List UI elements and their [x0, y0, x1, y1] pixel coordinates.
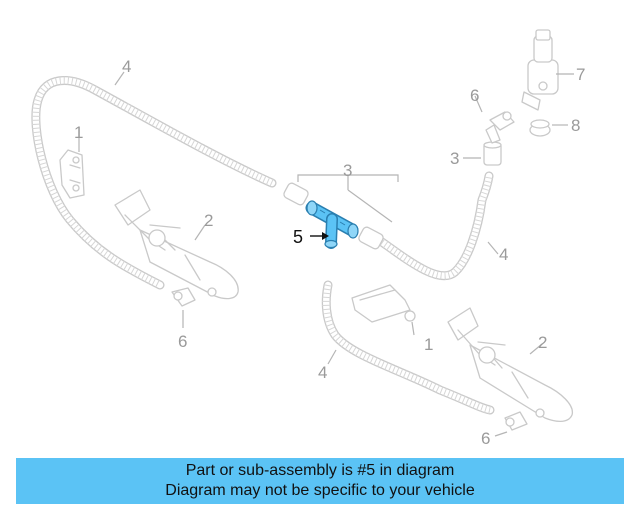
callout-4-right: 4: [499, 245, 508, 264]
callout-4-top: 4: [122, 57, 131, 76]
parts-diagram: 4 1 2 6 3 5 6 7 8 3 4 1 4 2 6: [31, 29, 585, 448]
callout-2-left: 2: [204, 211, 213, 230]
info-banner: Part or sub-assembly is #5 in diagram Di…: [16, 458, 624, 504]
callout-7: 7: [576, 65, 585, 84]
callout-8: 8: [571, 116, 580, 135]
connector-left: [283, 182, 309, 206]
bracket-part-1-upper: [59, 149, 85, 199]
callout-3-top: 3: [343, 161, 352, 180]
callout-6-top: 6: [470, 86, 479, 105]
washer-pump-part-7: [521, 29, 559, 111]
callout-6-left: 6: [178, 332, 187, 351]
hose-lower: [321, 280, 495, 415]
nozzle-assembly-part-2-left: [114, 189, 239, 300]
callout-2-right: 2: [538, 333, 547, 352]
grommet-part-8: [529, 119, 551, 137]
callout-4-bottom: 4: [318, 363, 327, 382]
callout-1-upper: 1: [74, 123, 83, 142]
callout-5: 5: [293, 227, 303, 247]
nozzle-assembly-part-2-right: [447, 307, 573, 423]
tee-connector-part-5: [305, 200, 359, 249]
banner-line-2: Diagram may not be specific to your vehi…: [165, 482, 475, 499]
connector-right: [358, 226, 384, 250]
callout-3-right: 3: [450, 149, 459, 168]
callout-1-lower: 1: [424, 335, 433, 354]
washer-jet-part-6-bottom: [504, 411, 528, 431]
leader-lines: [78, 71, 574, 437]
washer-jet-part-6-left: [171, 287, 196, 307]
connector-upper-right: [483, 141, 502, 166]
bracket-part-1-lower: [351, 284, 416, 323]
washer-jet-part-6-top: [485, 111, 515, 144]
hose-right-curve: [377, 171, 494, 281]
callout-6-bottom: 6: [481, 429, 490, 448]
bracket-3: [297, 174, 399, 223]
banner-line-1: Part or sub-assembly is #5 in diagram: [185, 462, 455, 479]
hose-left-loop: [31, 76, 277, 290]
